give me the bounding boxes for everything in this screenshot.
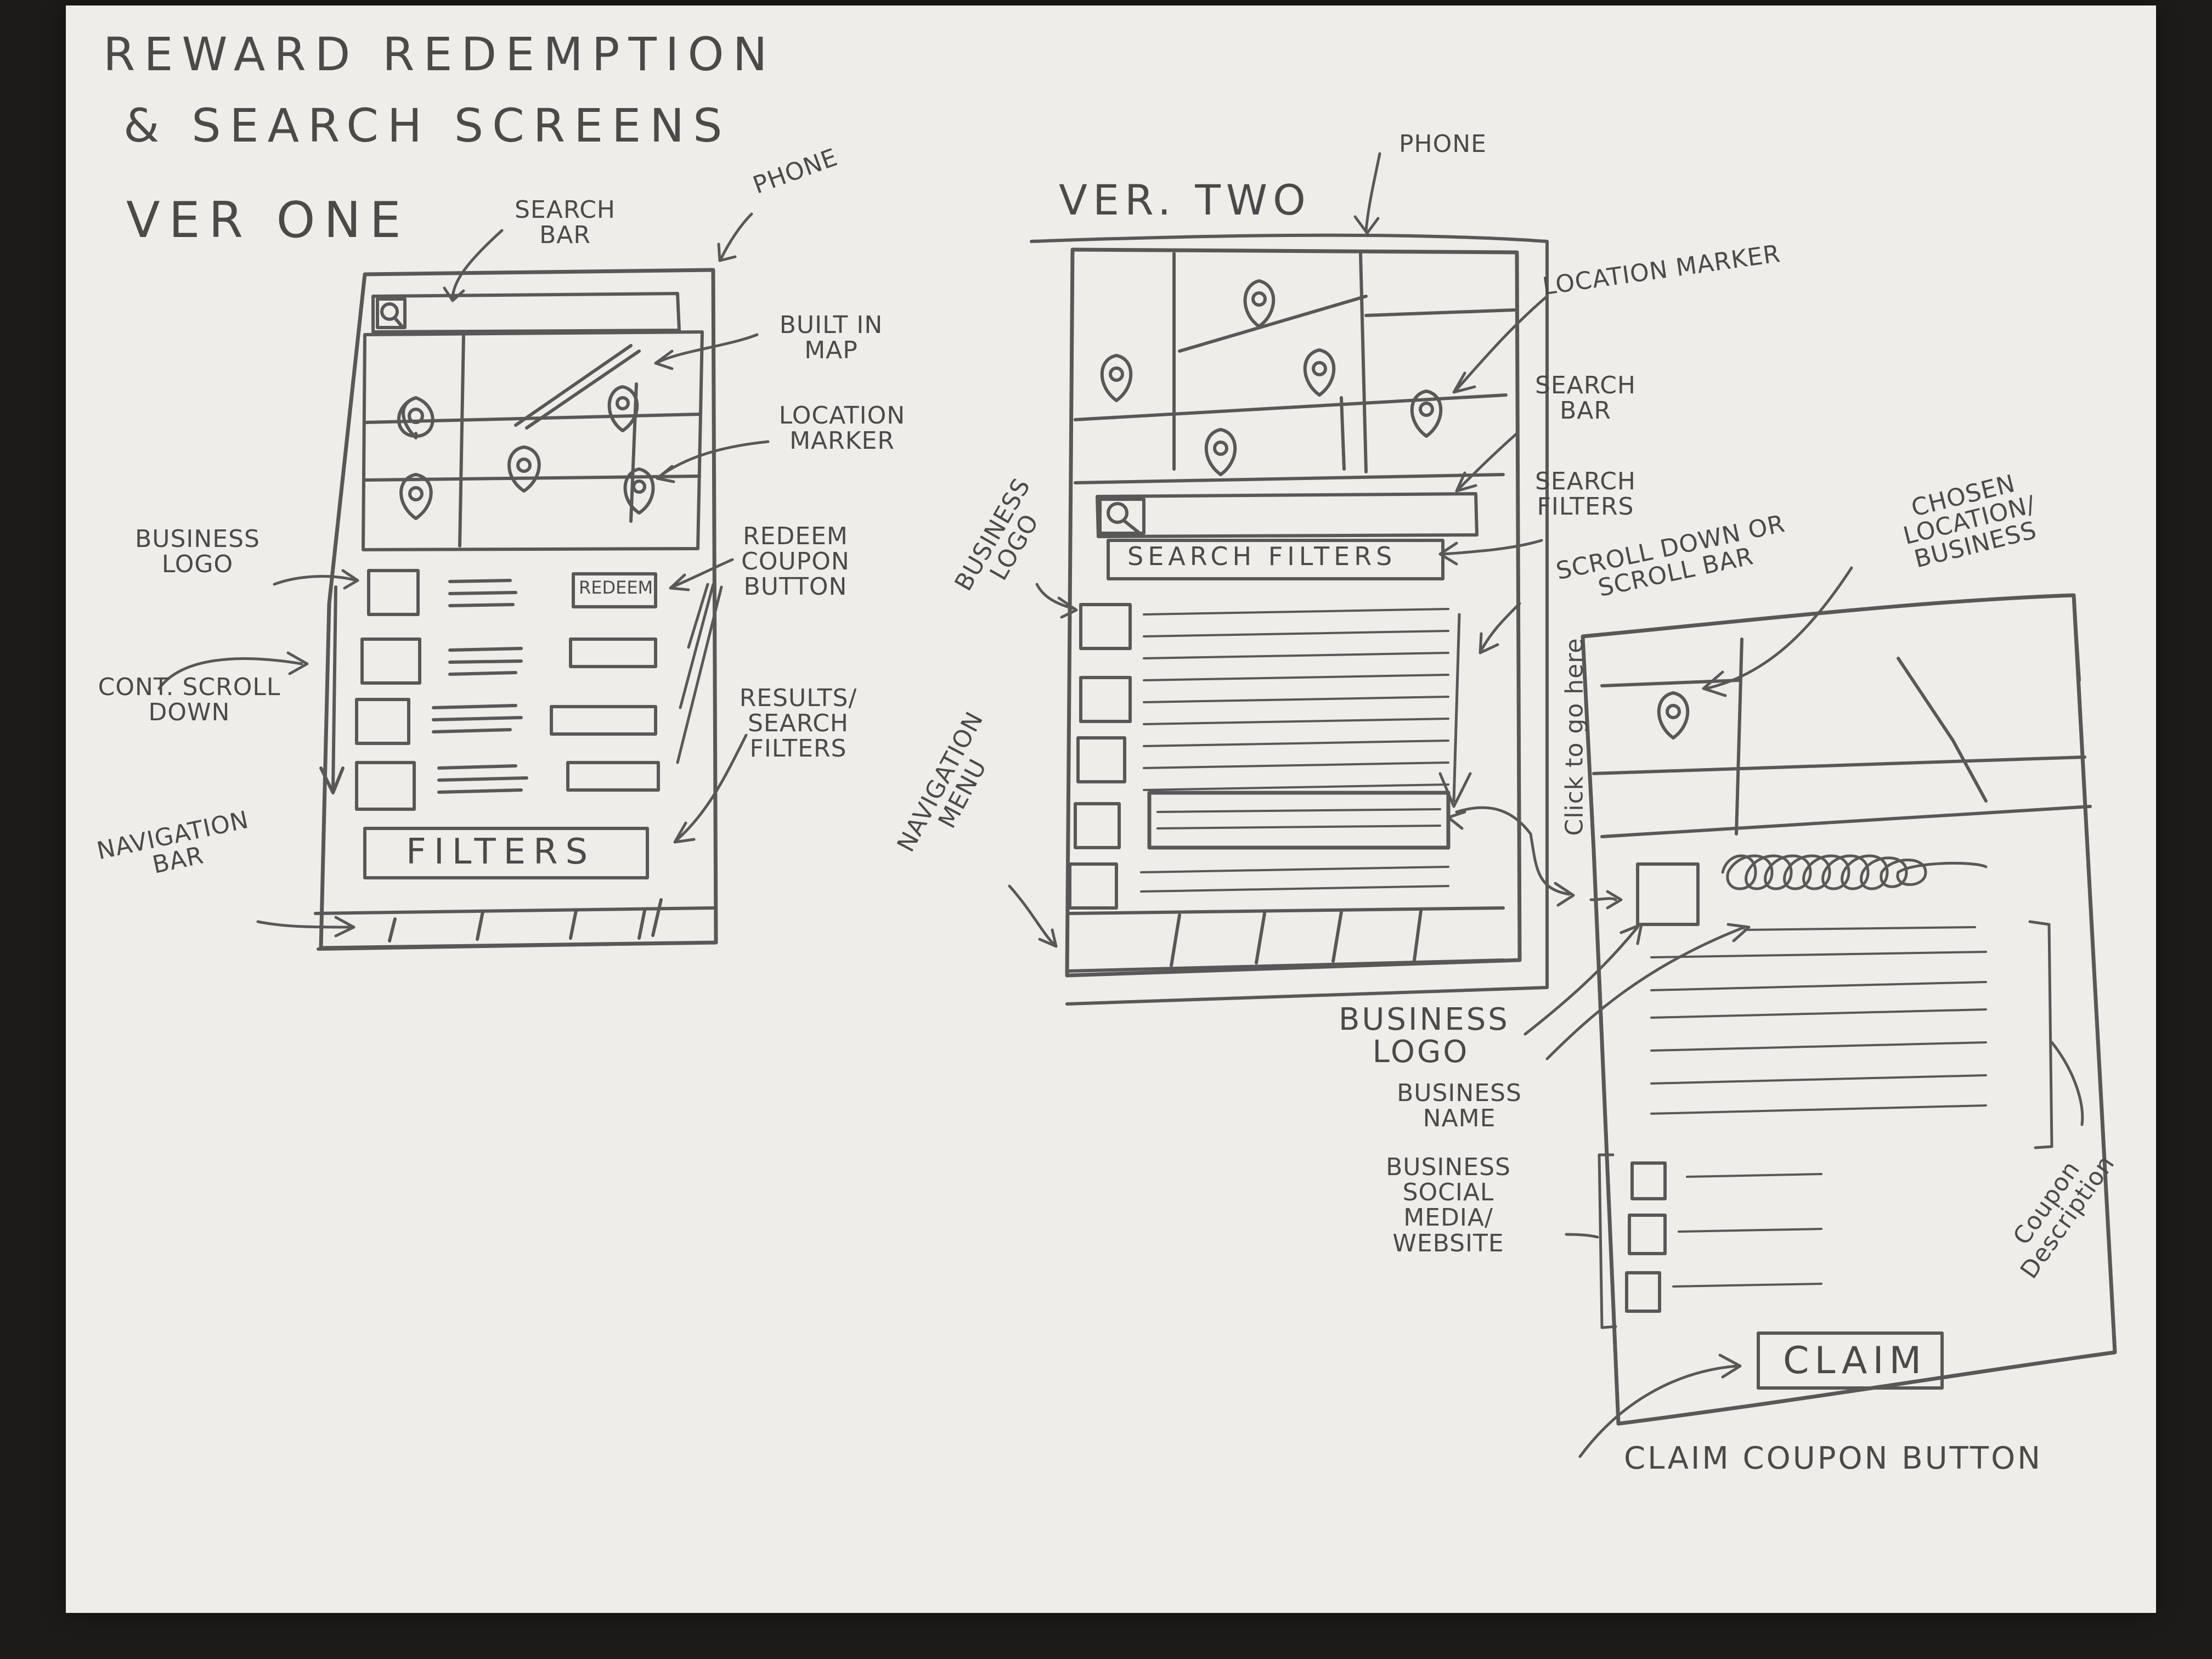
location-marker-icon	[399, 473, 433, 520]
search-filters-button-outline	[1107, 539, 1444, 580]
label-claim-coupon-button: CLAIM COUPON BUTTON	[1624, 1441, 2043, 1476]
location-marker-icon	[1100, 354, 1133, 402]
location-marker-icon	[1657, 691, 1690, 740]
label-redeem-coupon-button: REDEEM COUPON BUTTON	[741, 522, 850, 601]
ver-one-annotation-arrows	[157, 212, 770, 938]
business-logo-placeholder	[1636, 862, 1700, 926]
redeem-button[interactable]: REDEEM	[579, 577, 653, 598]
filters-button[interactable]: FILTERS	[406, 832, 596, 872]
ver-two-results-list	[1068, 603, 1451, 910]
label-search-filters: SEARCH FILTERS	[1534, 467, 1637, 521]
location-marker-icon	[623, 467, 655, 515]
redeem-button-outline	[572, 572, 657, 608]
label-phone-ver-two: PHONE	[1399, 130, 1487, 158]
claim-button-outline	[1757, 1331, 1944, 1390]
ver-two-navigation-menu	[1067, 906, 1505, 973]
location-marker-icon	[397, 396, 435, 439]
label-results-search-filters: RESULTS/ SEARCH FILTERS	[739, 684, 857, 763]
label-business-logo: BUSINESS LOGO	[135, 525, 260, 579]
detail-annotation-arrows	[1523, 566, 2084, 1458]
ver-one-phone	[314, 268, 718, 951]
ver-one-results-list	[355, 569, 660, 811]
location-marker-icon	[1243, 279, 1276, 328]
location-marker-icon	[1410, 390, 1443, 438]
search-icon	[380, 302, 399, 321]
sheet-title-line-1: REWARD REDEMPTION	[103, 27, 776, 81]
detail-map	[1592, 637, 2092, 838]
label-search-bar-ver-two: SEARCH BAR	[1534, 371, 1637, 425]
ver-two-phone	[1030, 233, 1549, 1006]
detail-phone	[1581, 593, 2117, 1426]
label-business-social-media: BUSINESS SOCIAL MEDIA/ WEBSITE	[1386, 1153, 1511, 1257]
label-search-bar: SEARCH BAR	[514, 196, 616, 250]
highlighted-result	[1147, 791, 1451, 850]
label-business-name: BUSINESS NAME	[1397, 1079, 1522, 1133]
label-cont-scroll-down: CONT. SCROLL DOWN	[98, 673, 281, 727]
ver-two-map	[1074, 252, 1516, 484]
location-marker-icon	[607, 385, 639, 432]
claim-button[interactable]: CLAIM	[1783, 1339, 1927, 1383]
location-marker-icon	[1204, 428, 1237, 476]
ver-one-search-bar	[371, 292, 681, 334]
label-built-in-map: BUILT IN MAP	[779, 311, 883, 365]
scroll-bar	[1438, 613, 1472, 808]
filters-button-outline	[363, 827, 649, 879]
ver-one-heading: VER ONE	[126, 191, 410, 249]
label-business-logo-detail: BUSINESS LOGO	[1339, 1002, 1510, 1070]
business-name-scribble	[1721, 854, 1988, 890]
search-filters-button[interactable]: SEARCH FILTERS	[1127, 541, 1397, 571]
label-click-to-go-here: Click to go here	[1560, 637, 1589, 836]
business-logo-placeholder	[367, 569, 420, 616]
sheet-title-line-2: & SEARCH SCREENS	[123, 99, 731, 153]
location-marker-icon	[1303, 348, 1336, 397]
search-icon	[1107, 502, 1128, 524]
location-marker-icon	[507, 445, 541, 493]
label-location-marker: LOCATION MARKER	[778, 402, 906, 455]
ver-two-annotation-arrows	[1008, 152, 1575, 948]
ver-one-navigation-bar	[388, 898, 663, 943]
ver-two-search-bar	[1096, 492, 1479, 538]
ver-two-heading: VER. TWO	[1059, 176, 1311, 224]
